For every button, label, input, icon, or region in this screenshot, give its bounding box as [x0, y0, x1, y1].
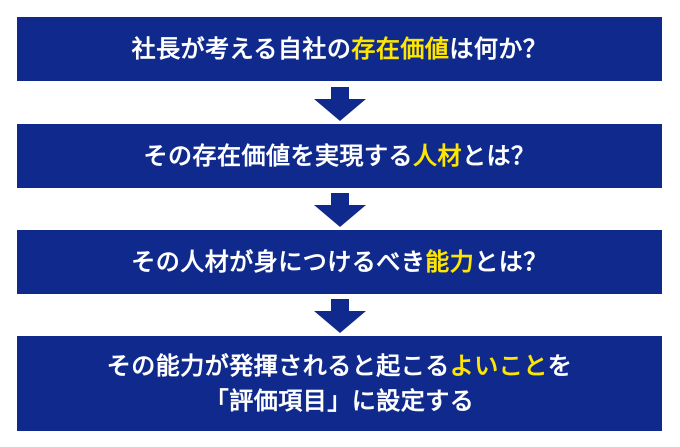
step-3-text-post: とは？: [474, 247, 548, 276]
flow-step-1-text: 社長が考える自社の存在価値は何か？: [132, 32, 548, 67]
flow-step-3-text: その人材が身につけるべき能力とは？: [131, 245, 548, 280]
step-4-text-post: を: [547, 351, 573, 380]
step-3-text-pre: その人材が身につけるべき: [131, 247, 426, 276]
step-2-text-post: とは？: [462, 141, 536, 170]
step-2-text-pre: その存在価値を実現する: [143, 141, 413, 170]
flow-step-4: その能力が発揮されると起こるよいことを 「評価項目」に設定する: [17, 336, 662, 431]
flow-step-4-text: その能力が発揮されると起こるよいことを 「評価項目」に設定する: [107, 349, 573, 419]
step-1-text-pre: 社長が考える自社の: [131, 34, 352, 63]
flow-step-1: 社長が考える自社の存在価値は何か？: [17, 17, 662, 81]
step-3-highlight: 能力: [425, 247, 475, 276]
step-2-highlight: 人材: [413, 141, 462, 170]
flow-step-2-text: その存在価値を実現する人材とは？: [144, 139, 536, 174]
step-4-line-2: 「評価項目」に設定する: [204, 386, 475, 415]
flow-step-2: その存在価値を実現する人材とは？: [17, 124, 662, 188]
step-4-text-pre: その能力が発揮されると起こる: [106, 351, 450, 380]
step-4-line-1: その能力が発揮されると起こるよいことを: [107, 349, 573, 384]
step-4-highlight: よいこと: [449, 351, 548, 380]
step-1-highlight: 存在価値: [351, 34, 450, 63]
step-1-text-post: は何か？: [449, 34, 548, 63]
flow-step-3: その人材が身につけるべき能力とは？: [17, 230, 662, 294]
